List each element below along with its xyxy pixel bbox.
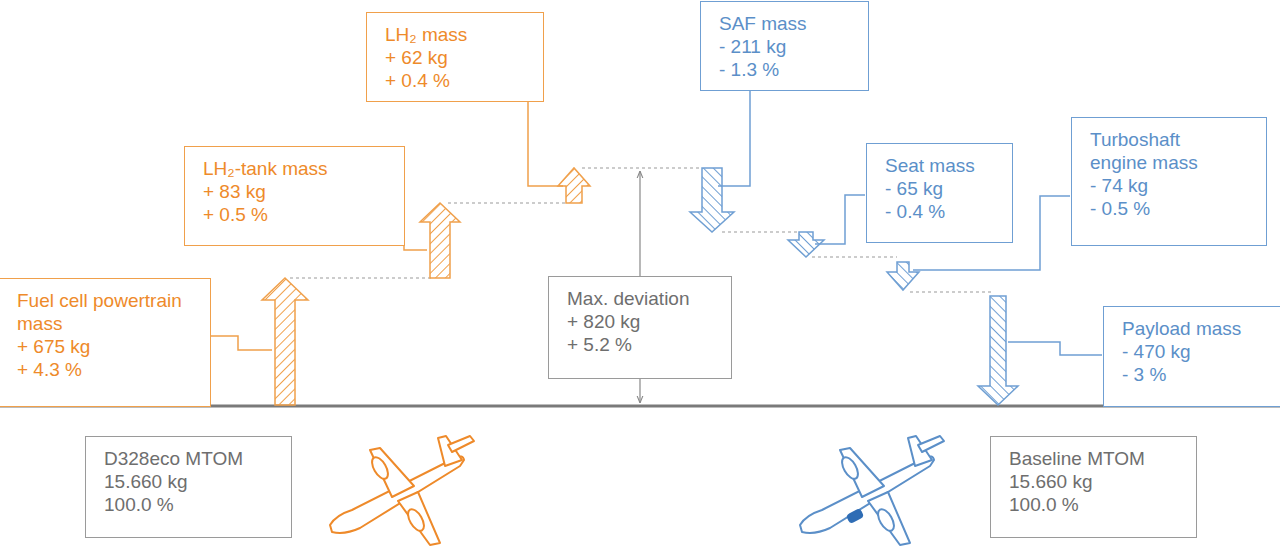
mass-value: - 470 kg [1122, 340, 1254, 363]
mass-value: 15.660 kg [1009, 470, 1184, 493]
item-name: Baseline MTOM [1009, 447, 1184, 470]
mass-value: 15.660 kg [104, 470, 279, 493]
percent-value: - 1.3 % [719, 58, 856, 81]
mass-value: + 83 kg [203, 180, 392, 203]
percent-value: 100.0 % [1009, 493, 1184, 516]
aircraft-d328eco [330, 436, 474, 545]
mass-value: + 675 kg [17, 335, 182, 358]
payload-box: Payload mass- 470 kg- 3 % [1103, 306, 1280, 407]
item-name: Max. deviation [567, 287, 719, 310]
mass-value: - 65 kg [885, 177, 1000, 200]
mass-value: + 820 kg [567, 310, 719, 333]
item-name: SAF mass [719, 12, 856, 35]
deviation-box: Max. deviation+ 820 kg+ 5.2 % [548, 276, 732, 379]
tank-box: LH₂-tank mass+ 83 kg+ 0.5 % [184, 146, 405, 246]
item-name: LH₂ mass [385, 23, 531, 46]
percent-value: + 0.5 % [203, 203, 392, 226]
percent-value: + 0.4 % [385, 69, 531, 92]
percent-value: - 3 % [1122, 363, 1254, 386]
fuel-cell-box: Fuel cell powertrain mass+ 675 kg+ 4.3 % [0, 278, 211, 407]
percent-value: + 5.2 % [567, 333, 719, 356]
percent-value: - 0.5 % [1090, 197, 1226, 220]
hydrogen-box: LH₂ mass+ 62 kg+ 0.4 % [366, 12, 544, 102]
mtom-box: D328eco MTOM15.660 kg100.0 % [85, 436, 292, 538]
mass-value: - 74 kg [1090, 174, 1226, 197]
mass-value: + 62 kg [385, 46, 531, 69]
item-name: Seat mass [885, 154, 1000, 177]
percent-value: - 0.4 % [885, 200, 1000, 223]
item-name: LH₂-tank mass [203, 157, 392, 180]
mass-value: - 211 kg [719, 35, 856, 58]
item-name: Turboshaft engine mass [1090, 128, 1226, 174]
mtom-box: Baseline MTOM15.660 kg100.0 % [990, 436, 1197, 538]
item-name: D328eco MTOM [104, 447, 279, 470]
percent-value: + 4.3 % [17, 358, 182, 381]
engine-box: Turboshaft engine mass- 74 kg- 0.5 % [1071, 117, 1267, 246]
item-name: Fuel cell powertrain mass [17, 289, 182, 335]
seat-box: Seat mass- 65 kg- 0.4 % [866, 143, 1013, 243]
aircraft-baseline [800, 436, 944, 545]
item-name: Payload mass [1122, 317, 1254, 340]
percent-value: 100.0 % [104, 493, 279, 516]
saf-box: SAF mass- 211 kg- 1.3 % [700, 1, 869, 91]
